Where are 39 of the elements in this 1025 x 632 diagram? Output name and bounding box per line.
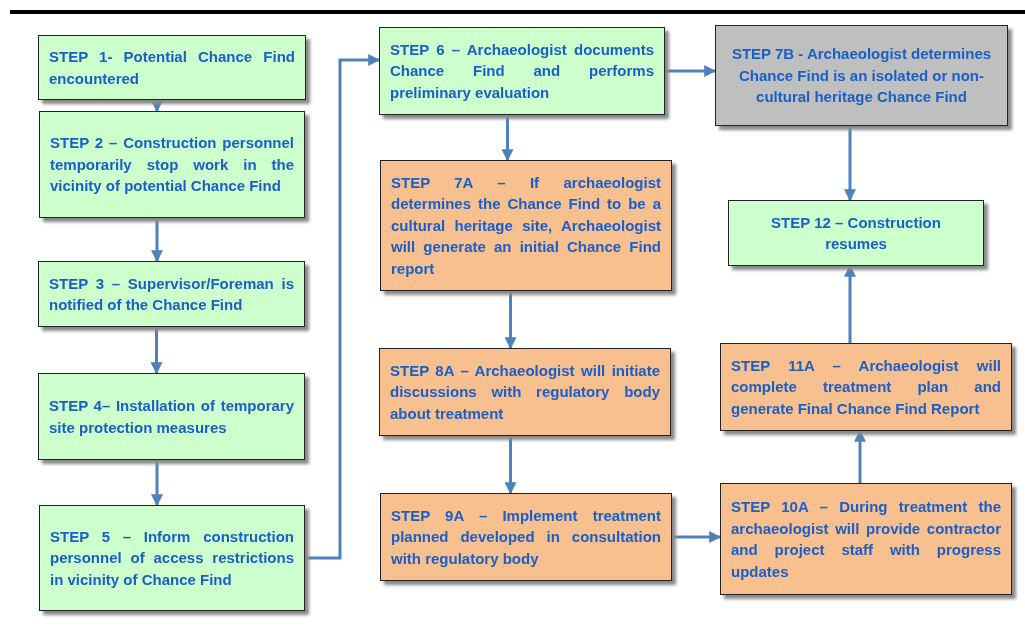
arrow bbox=[151, 218, 163, 263]
arrow bbox=[305, 54, 381, 560]
process-box bbox=[39, 505, 305, 611]
arrow bbox=[665, 65, 717, 77]
step-text: STEP 5 – Inform construction personnel of access restrictions in vicinity of Chance Find bbox=[50, 526, 294, 590]
process-box bbox=[379, 27, 665, 115]
process-box bbox=[379, 348, 671, 436]
step-text: STEP 4– Installation of temporary site protection measures bbox=[49, 396, 294, 438]
arrow bbox=[854, 429, 866, 483]
step-text: STEP 3 – Supervisor/Foreman is notified of the Chance Find bbox=[49, 273, 294, 315]
arrow bbox=[504, 291, 517, 350]
step-text: STEP 11A – Archaeologist will complete treatment plan and generate Final Chance Find Report bbox=[731, 355, 1001, 419]
step-text: STEP 8A – Archaeologist will initiate discussions with regulatory body about treatment bbox=[390, 360, 660, 424]
step-text: STEP 1- Potential Chance Find encountered bbox=[49, 47, 295, 89]
process-box bbox=[715, 25, 1008, 126]
process-box bbox=[38, 35, 306, 100]
arrow bbox=[672, 531, 722, 543]
step-text: STEP 6 – Archaeologist documents Chance Find and performs preliminary evaluation bbox=[390, 39, 654, 103]
arrow bbox=[501, 115, 514, 162]
arrow bbox=[151, 460, 163, 507]
arrow bbox=[150, 327, 163, 375]
step-text: STEP 7B - Archaeologist determines Chance Find is an isolated or non-cultural heritage Chance Find bbox=[730, 44, 993, 108]
process-box bbox=[39, 111, 305, 218]
step-text: STEP 2 – Construction personnel temporarily stop work in the vicinity of potential Chance Find bbox=[50, 133, 294, 197]
arrow bbox=[844, 126, 856, 202]
process-box bbox=[38, 261, 305, 327]
process-box bbox=[380, 493, 672, 581]
arrow bbox=[504, 436, 517, 495]
process-box bbox=[380, 160, 672, 291]
process-box bbox=[720, 483, 1012, 595]
step-text: STEP 12 – Construction resumes bbox=[770, 212, 942, 254]
step-text: STEP 9A – Implement treatment planned developed in consultation with regulatory body bbox=[391, 505, 661, 569]
process-box bbox=[38, 373, 305, 460]
process-box bbox=[728, 200, 984, 266]
arrow bbox=[844, 264, 856, 343]
process-box bbox=[720, 343, 1012, 431]
step-text: STEP 7A – If archaeologist determines the Chance Find to be a cultural heritage site, Archaeologist will generate an initial Chance Find report bbox=[391, 172, 661, 279]
arrow bbox=[151, 100, 163, 113]
step-text: STEP 10A – During treatment the archaeologist will provide contractor and project staff with progress updates bbox=[731, 497, 1001, 582]
